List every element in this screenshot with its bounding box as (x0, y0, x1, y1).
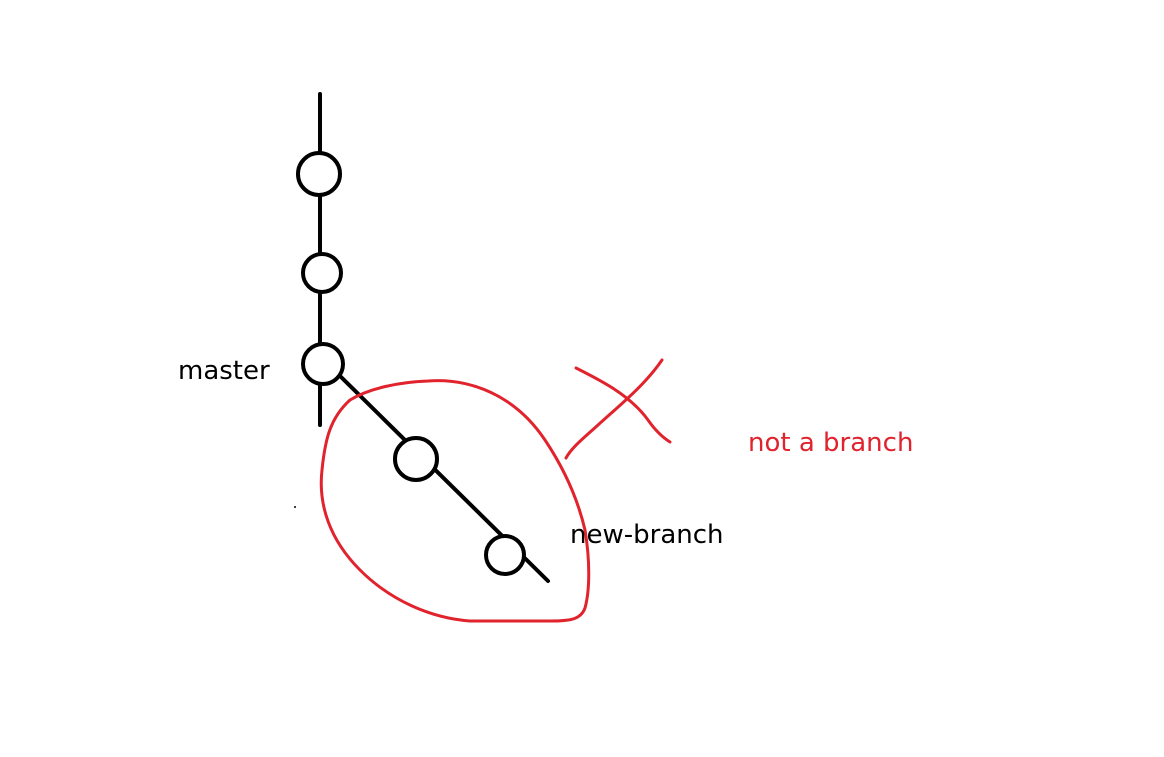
commit-node-branch-2 (484, 534, 526, 576)
commit-node-master-tip (301, 342, 345, 386)
branch-highlight-circle (319, 379, 591, 623)
x-mark-stroke-2 (564, 358, 664, 460)
commit-node-branch-1 (393, 436, 439, 482)
new-branch-label: new-branch (570, 520, 724, 550)
not-a-branch-label: not a branch (748, 428, 914, 458)
commit-node-1 (296, 151, 342, 197)
stray-dot (294, 506, 296, 508)
master-label: master (178, 356, 270, 386)
x-mark (574, 366, 672, 444)
commit-node-2 (301, 252, 343, 294)
